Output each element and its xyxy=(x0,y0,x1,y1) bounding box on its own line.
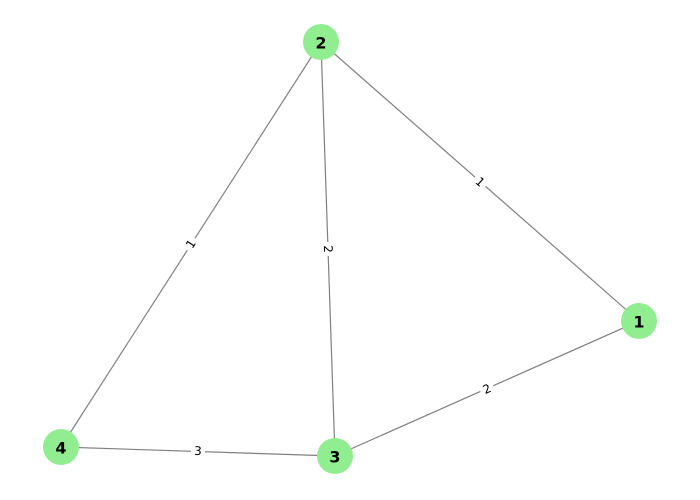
node-label-3: 3 xyxy=(329,448,340,467)
edge-label-4-3: 3 xyxy=(190,442,206,460)
edge-label-2-4: 1 xyxy=(180,233,202,255)
node-label-2: 2 xyxy=(315,34,326,53)
edge-weight-4-3: 3 xyxy=(194,444,202,458)
edge-weight-2-3: 2 xyxy=(321,245,335,253)
node-label-1: 1 xyxy=(633,313,644,332)
edge-label-2-3: 2 xyxy=(319,241,337,257)
node-3[interactable]: 3 xyxy=(317,438,353,474)
edges xyxy=(60,41,640,457)
node-2[interactable]: 2 xyxy=(303,24,339,60)
node-4[interactable]: 4 xyxy=(43,429,79,465)
node-label-4: 4 xyxy=(55,439,66,458)
nodes: 1 2 3 4 xyxy=(43,24,657,474)
edge-labels: 1 1 2 2 3 xyxy=(180,171,497,460)
edge-label-2-1: 1 xyxy=(469,171,491,193)
edge-label-1-3: 2 xyxy=(477,378,497,400)
node-1[interactable]: 1 xyxy=(621,303,657,339)
